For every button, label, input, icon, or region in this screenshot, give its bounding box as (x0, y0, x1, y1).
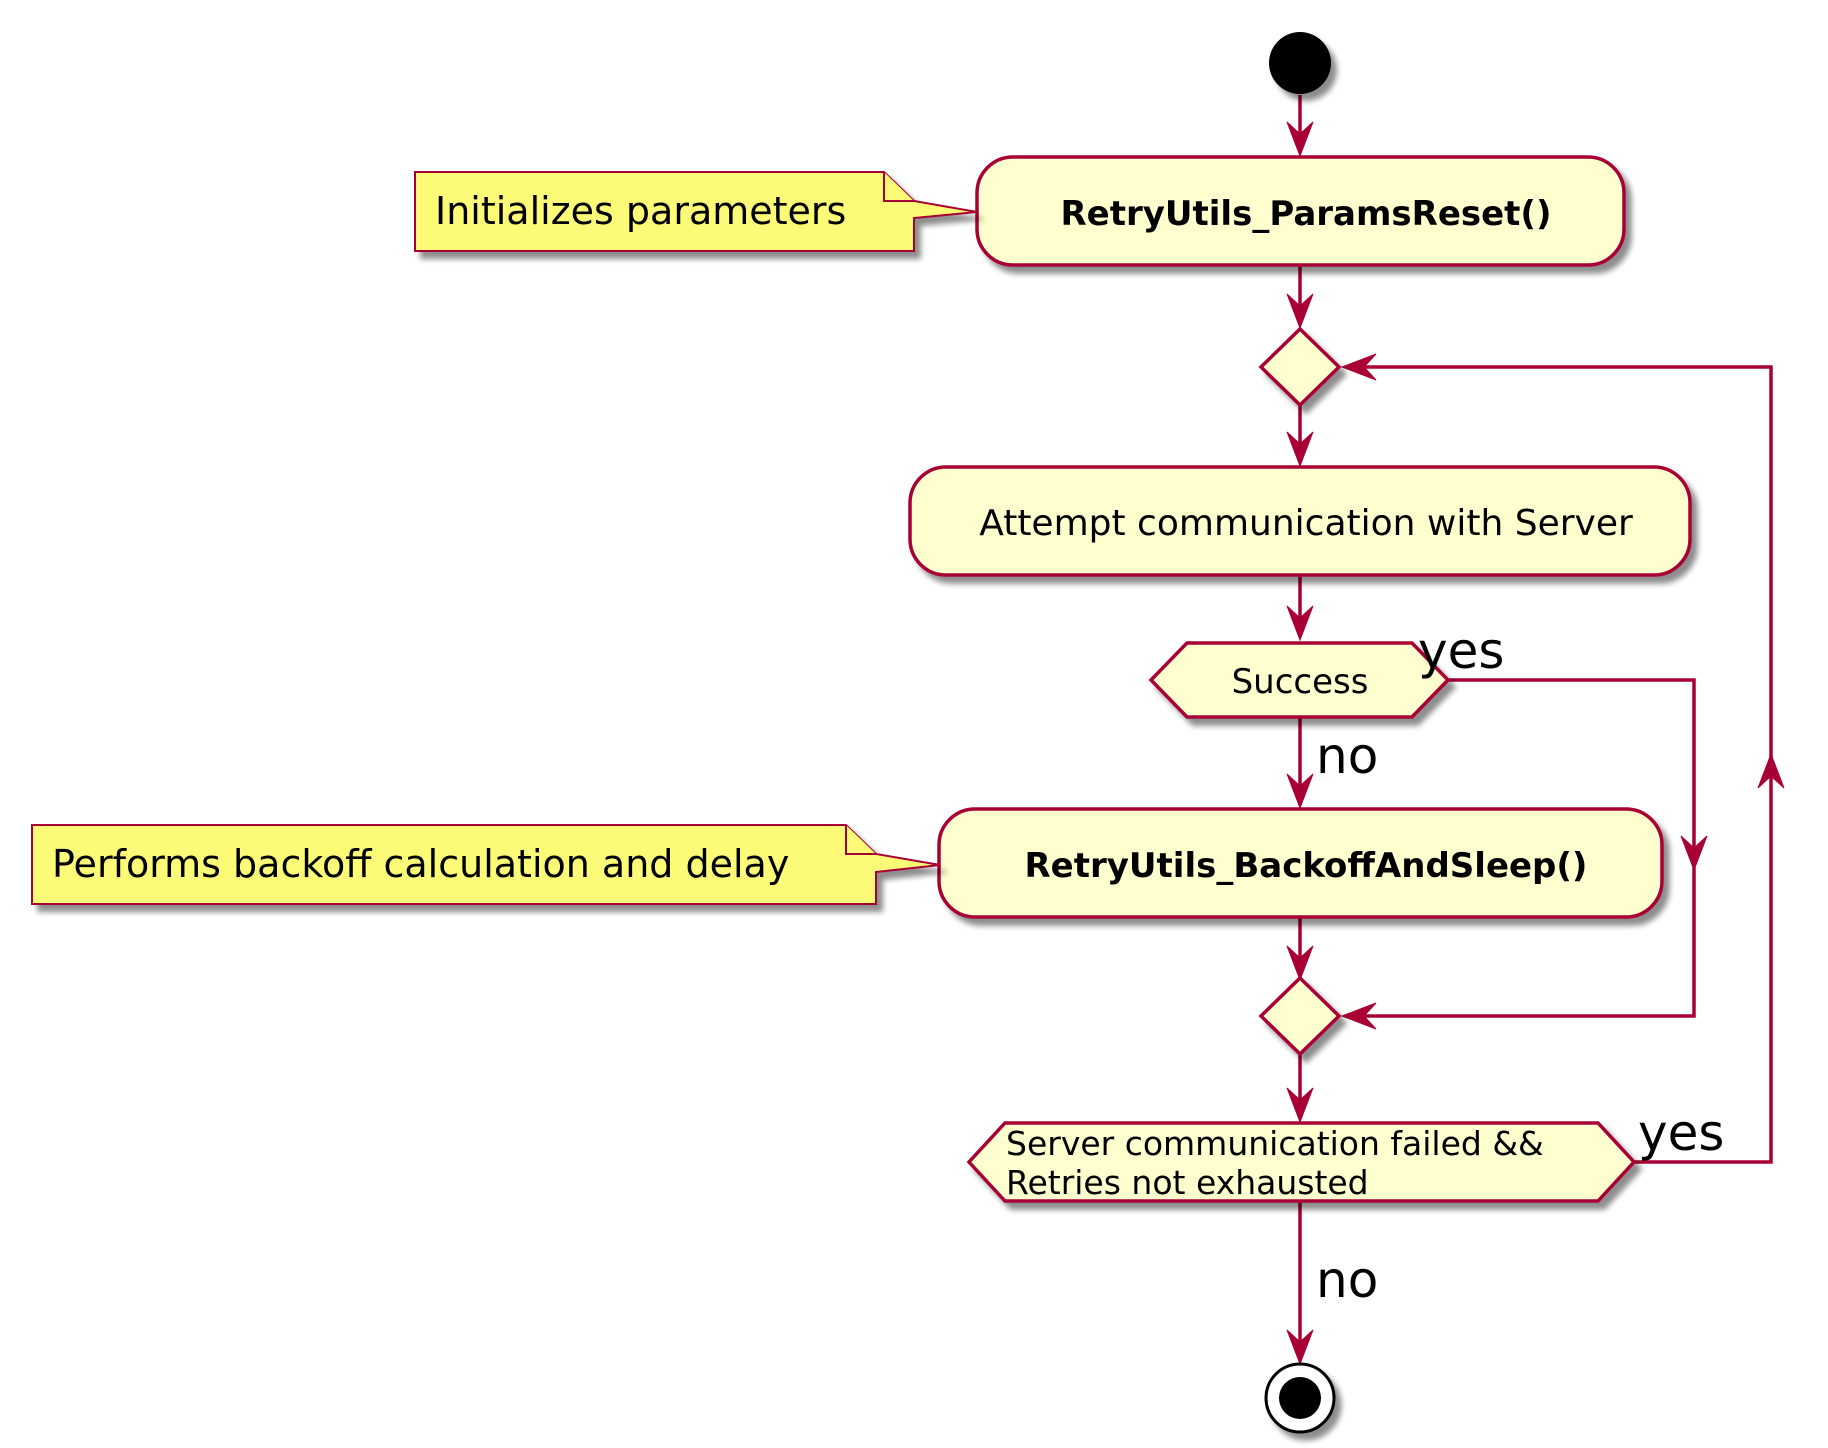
decision-success-label: Success (1232, 662, 1369, 702)
arrowhead-into-end (1286, 1329, 1314, 1366)
activity-backoff-label: RetryUtils_BackoffAndSleep() (1025, 846, 1588, 886)
decision-loop-hexagon (966, 1121, 1637, 1203)
activity-params-reset: RetryUtils_ParamsReset() (975, 155, 1626, 267)
arrowheads (1286, 121, 1785, 1366)
note-params-reset-text: Initializes parameters (435, 189, 846, 233)
end-node (1264, 1362, 1336, 1434)
note-params-reset-body (414, 171, 978, 252)
edge-label-loop-no: no (1316, 1251, 1378, 1309)
decision-loop-line1: Server communication failed && (1006, 1124, 1544, 1163)
arrowhead-into-backoff (1286, 773, 1314, 810)
arrowhead-into-reset (1286, 121, 1314, 158)
arrowhead-into-merge-top (1286, 293, 1314, 330)
arrowhead-into-merge-top-right (1340, 353, 1377, 381)
arrowhead-into-merge-bottom-right (1340, 1002, 1377, 1030)
note-backoff-body (31, 824, 941, 905)
arrowhead-yes-branch-down (1680, 835, 1708, 872)
start-node (1269, 32, 1331, 94)
edge-label-success-yes: yes (1418, 622, 1504, 680)
arrowhead-loop-back-up (1757, 752, 1785, 789)
activity-params-reset-label: RetryUtils_ParamsReset() (1060, 194, 1551, 234)
edge-label-success-no: no (1316, 727, 1378, 785)
merge-diamond-top (1258, 326, 1342, 408)
activity-attempt-box (908, 465, 1692, 577)
arrowhead-into-success (1286, 605, 1314, 642)
arrowhead-into-merge-bottom (1286, 945, 1314, 982)
merge-diamond-bottom (1258, 975, 1342, 1057)
decision-loop-condition: Server communication failed && Retries n… (966, 1121, 1637, 1203)
decision-success: Success (1148, 641, 1451, 719)
note-backoff-fold (845, 825, 876, 855)
activity-attempt: Attempt communication with Server (908, 465, 1692, 577)
activity-backoff-box (937, 807, 1664, 919)
decision-success-hexagon (1148, 641, 1451, 719)
decision-loop-line2: Retries not exhausted (1006, 1163, 1369, 1202)
note-backoff: Performs backoff calculation and delay (31, 824, 941, 905)
end-node-dot (1279, 1377, 1321, 1419)
arrowhead-into-loop (1286, 1087, 1314, 1124)
note-backoff-text: Performs backoff calculation and delay (52, 842, 789, 886)
activity-backoff: RetryUtils_BackoffAndSleep() (937, 807, 1664, 919)
note-params-reset-fold (883, 172, 914, 202)
arrowhead-into-attempt (1286, 431, 1314, 468)
edge-label-loop-yes: yes (1638, 1104, 1724, 1162)
activity-attempt-label: Attempt communication with Server (979, 503, 1633, 544)
note-params-reset: Initializes parameters (414, 171, 978, 252)
